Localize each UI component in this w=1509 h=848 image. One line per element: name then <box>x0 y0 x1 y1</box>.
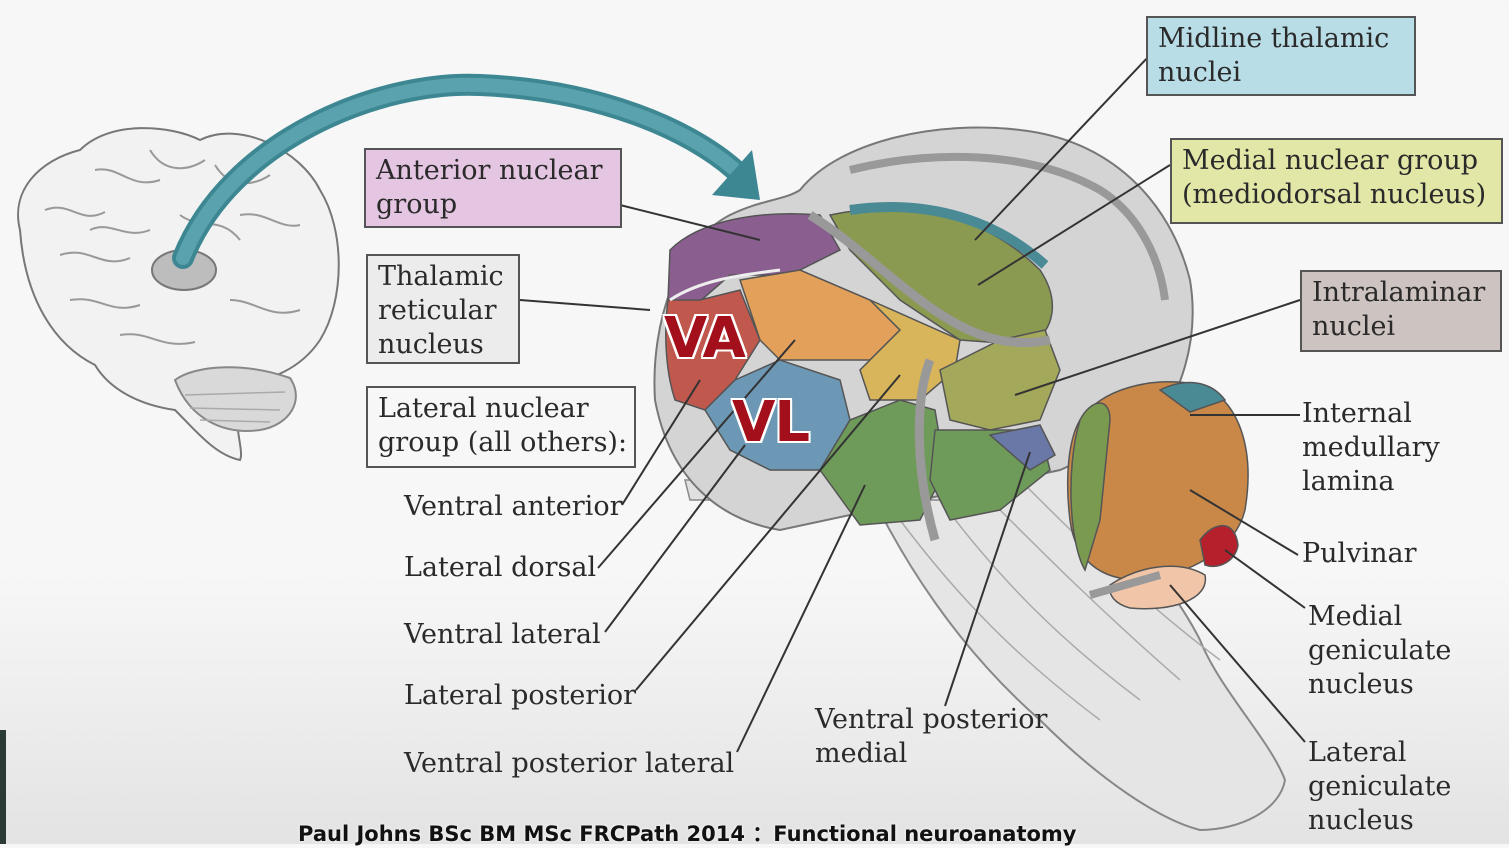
iml-line3: lamina <box>1302 466 1395 497</box>
mgn-line3: nucleus <box>1308 669 1414 700</box>
overlay-va: VA <box>664 306 746 371</box>
medial-nuclear-box: Medial nuclear group (mediodorsal nucleu… <box>1170 138 1503 224</box>
anterior-line1: Anterior nuclear <box>376 155 603 186</box>
reticular-line3: nucleus <box>378 329 484 360</box>
medial-line1: Medial nuclear group <box>1182 145 1479 176</box>
label-internal-medullary-lamina: Internal medullary lamina <box>1302 397 1440 499</box>
leader-lines <box>519 54 1306 753</box>
vpm-line1: Ventral posterior <box>815 704 1048 735</box>
thalamic-reticular-box: Thalamic reticular nucleus <box>366 254 520 364</box>
iml-line1: Internal <box>1302 398 1412 429</box>
lateral-group-line1: Lateral nuclear <box>378 393 589 424</box>
lgn-line3: nucleus <box>1308 805 1414 836</box>
attribution-caption: Paul Johns BSc BM MSc FRCPath 2014 ：Func… <box>298 822 1077 846</box>
midline-line2: nuclei <box>1158 57 1242 88</box>
reticular-line1: Thalamic <box>378 261 504 292</box>
lateral-nuclear-box: Lateral nuclear group (all others): <box>366 386 636 468</box>
lgn-line1: Lateral <box>1308 737 1407 768</box>
lgn-line2: geniculate <box>1308 771 1452 802</box>
label-ventral-posterior-lateral: Ventral posterior lateral <box>404 748 735 779</box>
mgn-line2: geniculate <box>1308 635 1452 666</box>
intralaminar-line1: Intralaminar <box>1312 277 1486 308</box>
midline-line1: Midline thalamic <box>1158 23 1390 54</box>
mgn-line1: Medial <box>1308 601 1403 632</box>
thalamus <box>653 126 1194 542</box>
overlay-vl: VL <box>732 390 810 455</box>
pulvinar-region <box>1066 381 1249 610</box>
label-ventral-posterior-medial: Ventral posterior medial <box>815 703 1047 771</box>
label-lateral-dorsal: Lateral dorsal <box>404 552 597 583</box>
label-ventral-lateral: Ventral lateral <box>404 619 601 650</box>
intralaminar-box: Intralaminar nuclei <box>1300 270 1502 352</box>
label-pulvinar: Pulvinar <box>1302 538 1417 569</box>
label-ventral-anterior: Ventral anterior <box>404 491 623 522</box>
midline-thalamic-box: Midline thalamic nuclei <box>1146 16 1416 96</box>
anterior-line2: group <box>376 189 458 220</box>
iml-line2: medullary <box>1302 432 1440 463</box>
brain-lateral-view <box>17 127 340 462</box>
label-medial-geniculate: Medial geniculate nucleus <box>1308 600 1451 702</box>
vpm-line2: medial <box>815 738 908 769</box>
label-lateral-posterior: Lateral posterior <box>404 680 637 711</box>
lateral-group-line2: group (all others): <box>378 427 628 458</box>
pointer-arrow <box>172 73 760 269</box>
reticular-line2: reticular <box>378 295 497 326</box>
medial-line2: (mediodorsal nucleus) <box>1182 179 1487 210</box>
frame-edge <box>0 730 6 844</box>
anterior-nuclear-box: Anterior nuclear group <box>364 148 622 228</box>
intralaminar-line2: nuclei <box>1312 311 1396 342</box>
label-lateral-geniculate: Lateral geniculate nucleus <box>1308 736 1451 838</box>
